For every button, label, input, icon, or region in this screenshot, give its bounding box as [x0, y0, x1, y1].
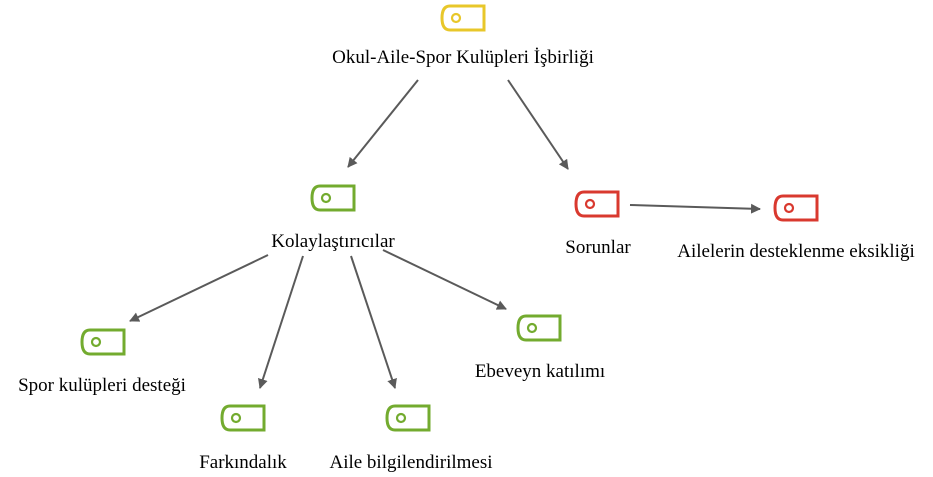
node-awareness[interactable]: Farkındalık: [199, 404, 287, 473]
node-family-support-lack[interactable]: Ailelerin desteklenme eksikliği: [677, 194, 915, 262]
node-label-family-support-lack: Ailelerin desteklenme eksikliği: [677, 241, 914, 262]
node-facilitators[interactable]: Kolaylaştırıcılar: [271, 184, 395, 252]
edge-facilitators-club-support: [129, 254, 269, 322]
tag-icon: [574, 190, 620, 218]
edge-facilitators-family-informing: [350, 255, 397, 389]
node-label-problems: Sorunlar: [565, 237, 631, 258]
node-root[interactable]: Okul-Aile-Spor Kulüpleri İşbirliği: [332, 4, 594, 68]
tag-icon: [773, 194, 819, 222]
tag-icon: [220, 404, 266, 432]
node-club-support[interactable]: Spor kulüpleri desteği: [18, 328, 186, 396]
node-label-facilitators: Kolaylaştırıcılar: [271, 231, 395, 252]
edges-layer: [129, 79, 761, 389]
edge-facilitators-awareness: [258, 255, 304, 389]
edge-facilitators-parent-involvement: [382, 249, 507, 310]
node-problems[interactable]: Sorunlar: [565, 190, 631, 258]
edge-root-problems: [507, 79, 569, 170]
node-label-family-informing: Aile bilgilendirilmesi: [329, 452, 492, 473]
node-family-informing[interactable]: Aile bilgilendirilmesi: [329, 404, 493, 473]
tag-icon: [440, 4, 486, 32]
node-parent-involvement[interactable]: Ebeveyn katılımı: [475, 314, 605, 382]
tag-icon: [80, 328, 126, 356]
edge-root-facilitators: [347, 79, 419, 168]
node-label-awareness: Farkındalık: [199, 452, 287, 473]
node-label-root: Okul-Aile-Spor Kulüpleri İşbirliği: [332, 47, 594, 68]
tag-icon: [310, 184, 356, 212]
edge-problems-family-support-lack: [629, 203, 761, 214]
node-label-parent-involvement: Ebeveyn katılımı: [475, 361, 605, 382]
tag-icon: [385, 404, 431, 432]
tag-icon: [516, 314, 562, 342]
node-label-club-support: Spor kulüpleri desteği: [18, 375, 186, 396]
